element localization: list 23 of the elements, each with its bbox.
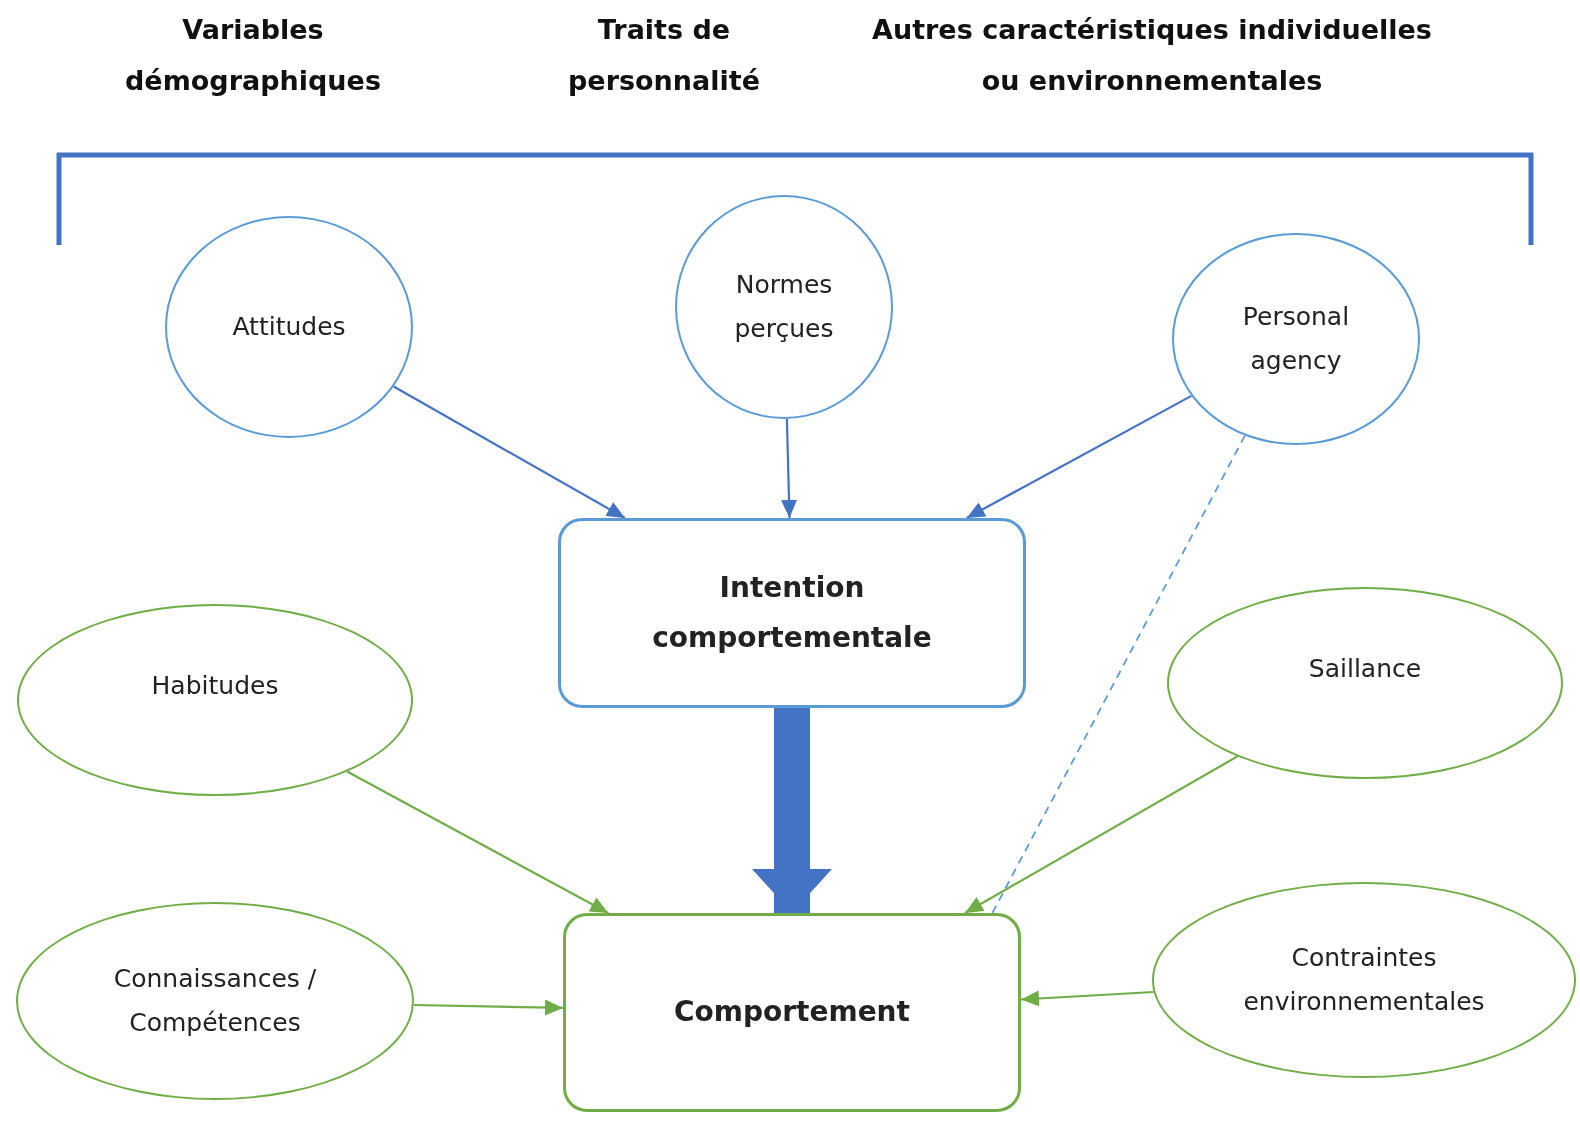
arrow: [413, 999, 564, 1016]
process-box: [558, 518, 1026, 708]
arrow: [346, 770, 609, 914]
node-label: Attitudes: [231, 311, 347, 344]
node-label: Habitudes: [150, 670, 280, 703]
arrow: [781, 418, 797, 519]
node-label: Intention comportementale: [651, 569, 933, 656]
node-label: Saillance: [1307, 653, 1423, 686]
arrow: [1020, 990, 1154, 1007]
arrow: [393, 385, 626, 519]
node-label: Contraintes environnementales: [1242, 942, 1486, 1018]
column-heading: Variables démographiques: [124, 13, 382, 98]
node-label: Comportement: [673, 994, 911, 1031]
node-label: Personal agency: [1241, 301, 1351, 377]
column-heading: Autres caractéristiques individuelles ou environnementales: [871, 13, 1433, 98]
connector-line: [991, 434, 1246, 914]
node-label: Normes perçues: [733, 269, 835, 345]
arrow: [966, 394, 1192, 519]
block-arrow: [752, 708, 832, 913]
process-box: [563, 913, 1021, 1112]
arrow: [964, 755, 1238, 914]
node-label: Connaissances / Compétences: [112, 963, 318, 1039]
column-heading: Traits de personnalité: [567, 13, 761, 98]
